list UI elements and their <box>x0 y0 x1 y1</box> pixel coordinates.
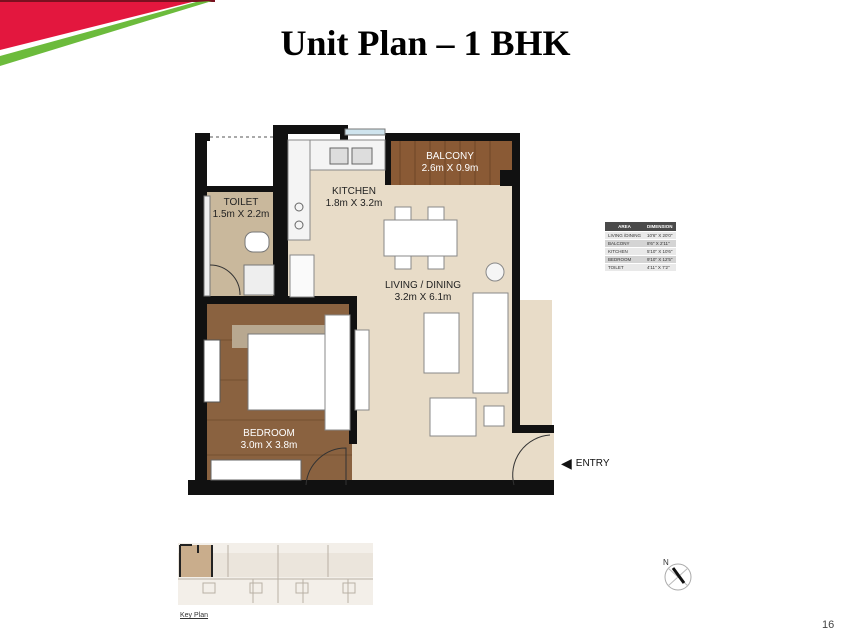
living-label: LIVING / DINING 3.2m X 6.1m <box>378 280 468 304</box>
cell-dimension: 4'11" X 7'2" <box>644 263 676 271</box>
toilet-label: TOILET 1.5m X 2.2m <box>208 197 274 221</box>
cell-dimension: 10'6" X 20'0" <box>644 231 676 240</box>
header-dimension: DIMENSION <box>644 222 676 232</box>
table-header-row: AREA DIMENSION <box>605 222 676 232</box>
room-size: 3.2m X 6.1m <box>394 292 452 303</box>
room-name: LIVING / DINING <box>384 280 462 291</box>
kitchen-label: KITCHEN 1.8m X 3.2m <box>322 186 386 210</box>
room-size: 1.5m X 2.2m <box>212 209 270 220</box>
cell-dimension: 5'10" X 10'6" <box>644 247 676 256</box>
header-area: AREA <box>605 222 645 232</box>
balcony-label: BALCONY 2.6m X 0.9m <box>415 151 485 175</box>
bedroom-label: BEDROOM 3.0m X 3.8m <box>234 428 304 452</box>
cell-area: BEDROOM <box>605 255 645 264</box>
cell-dimension: 9'10" X 12'5" <box>644 255 676 264</box>
brand-corner-graphic <box>0 0 215 66</box>
cell-area: LIVING /DINING <box>605 231 645 240</box>
cell-area: TOILET <box>605 263 645 271</box>
highlighted-unit <box>180 545 212 577</box>
room-name: BALCONY <box>426 151 474 162</box>
balcony-floor <box>390 140 512 185</box>
cell-area: BALCONY <box>605 239 645 248</box>
page-number: 16 <box>822 619 835 631</box>
compass-icon: N <box>663 558 692 591</box>
room-name: KITCHEN <box>332 186 376 197</box>
page-title: Unit Plan – 1 BHK <box>280 23 571 63</box>
entry-label: ENTRY <box>575 458 610 469</box>
entry-marker: ◀ ENTRY <box>561 455 610 472</box>
cell-dimension: 8'6" X 2'11" <box>644 239 676 248</box>
arrow-left-icon: ◀ <box>561 455 572 471</box>
room-size: 2.6m X 0.9m <box>421 163 479 174</box>
cell-area: KITCHEN <box>605 247 645 256</box>
key-plan-label: Key Plan <box>180 612 209 619</box>
room-size: 3.0m X 3.8m <box>240 440 298 451</box>
north-label: N <box>663 558 669 567</box>
room-name: TOILET <box>223 197 259 208</box>
room-name: BEDROOM <box>243 428 295 439</box>
key-plan <box>178 543 373 605</box>
room-size: 1.8m X 3.2m <box>325 198 383 209</box>
